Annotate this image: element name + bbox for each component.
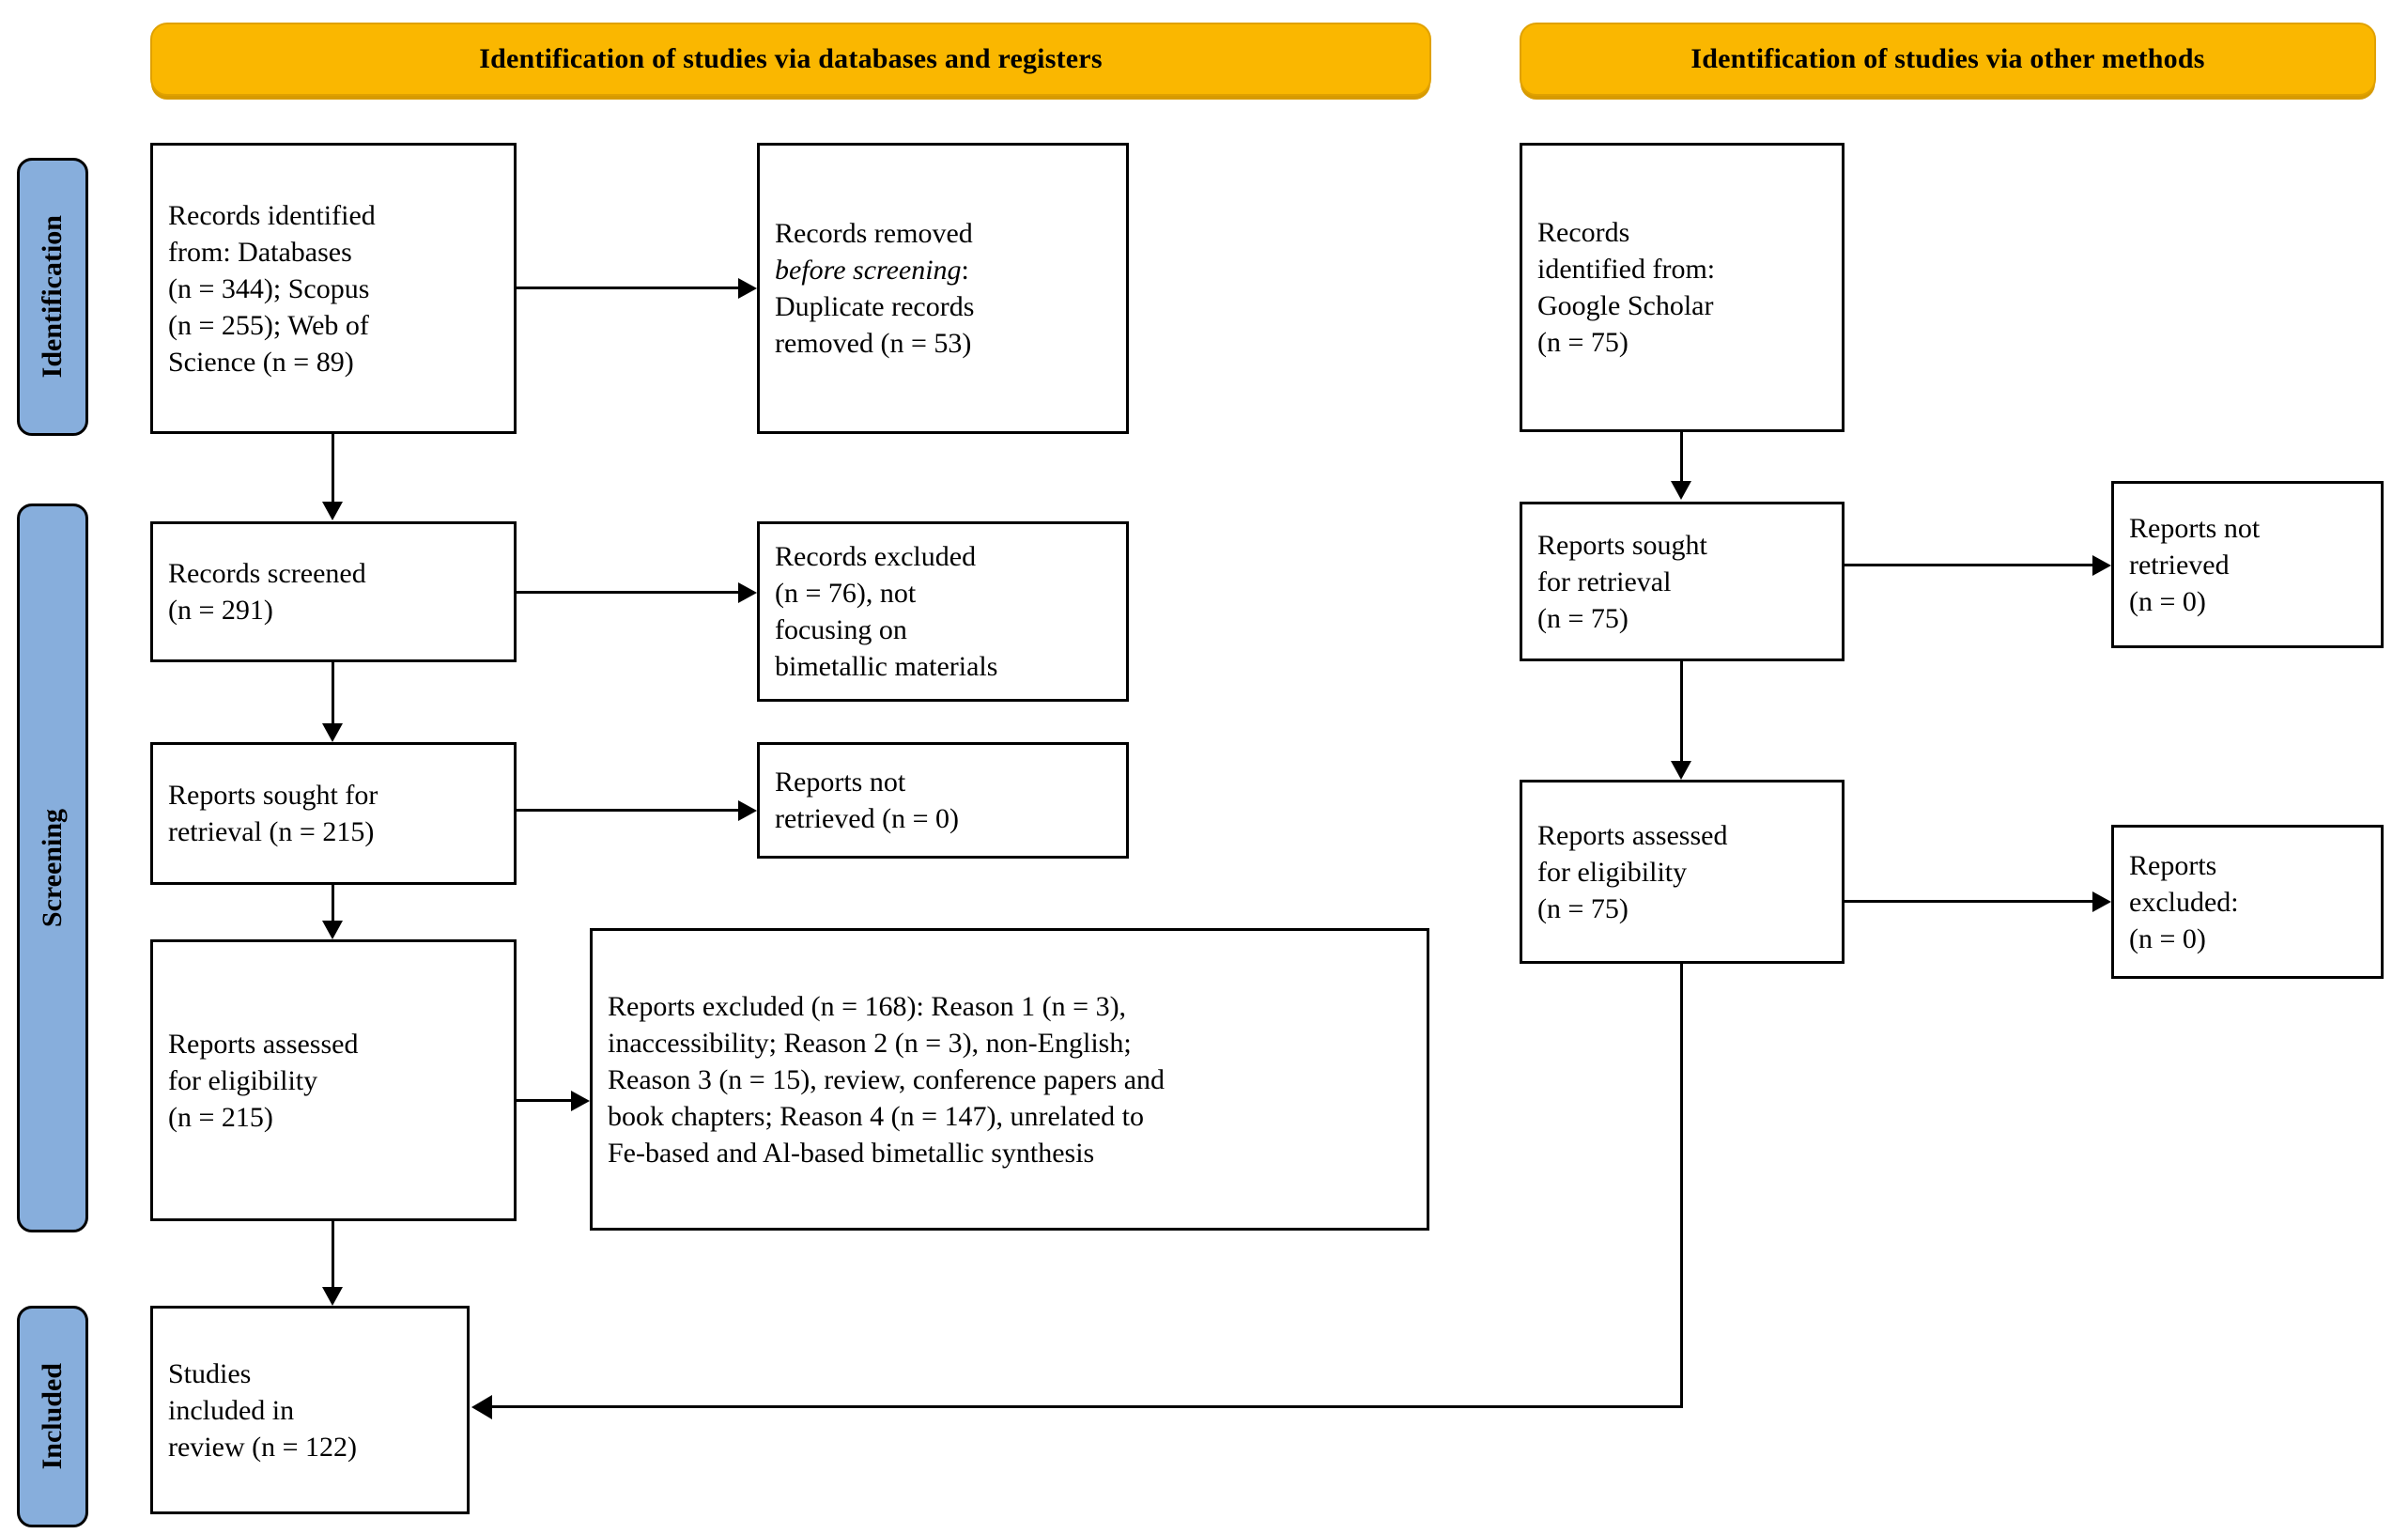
arrowhead-other-assessed-to-excluded: [2092, 891, 2111, 912]
box-reports-not-retrieved: Reports not retrieved (n = 0): [757, 742, 1129, 859]
stage-tab-identification-label: Identification: [37, 215, 68, 379]
records-excluded-line-1: Records excluded: [775, 541, 977, 572]
reports-assessed-line-3: (n = 215): [168, 1101, 273, 1133]
records-identified-other-line-1: Records: [1537, 217, 1630, 248]
reports-assessed-other-line-3: (n = 75): [1537, 892, 1628, 924]
box-records-identified-databases: Records identified from: Databases (n = …: [150, 143, 517, 434]
box-reports-assessed-eligibility: Reports assessed for eligibility (n = 21…: [150, 939, 517, 1221]
connector-other-assessed-to-included-vertical: [1680, 964, 1683, 1407]
studies-included-line-2: included in: [168, 1394, 295, 1426]
records-removed-italic: before screening: [775, 255, 962, 286]
reports-not-retrieved-line-2: retrieved (n = 0): [775, 803, 959, 834]
arrowhead-assessed-to-included: [322, 1287, 343, 1306]
records-screened-line-1: Records screened: [168, 558, 366, 589]
arrowhead-assessed-to-reports-excluded: [571, 1091, 590, 1111]
reports-excluded-detail-line-5: Fe-based and Al-based bimetallic synthes…: [608, 1137, 1095, 1169]
box-reports-excluded-detail: Reports excluded (n = 168): Reason 1 (n …: [590, 928, 1429, 1231]
connector-sought-to-assessed: [332, 885, 334, 921]
records-removed-line-2: before screening:: [775, 252, 1111, 288]
box-records-screened: Records screened (n = 291): [150, 521, 517, 662]
arrowhead-other-assessed-to-included: [471, 1395, 492, 1419]
banner-databases-registers: Identification of studies via databases …: [150, 23, 1431, 96]
reports-sought-line-1: Reports sought for: [168, 780, 378, 811]
records-identified-line-3: (n = 344); Scopus: [168, 272, 370, 304]
box-reports-excluded-other: Reports excluded: (n = 0): [2111, 825, 2384, 979]
connector-assessed-to-reports-excluded: [517, 1099, 571, 1102]
studies-included-line-3: review (n = 122): [168, 1431, 358, 1463]
records-identified-line-4: (n = 255); Web of: [168, 309, 369, 341]
records-removed-line-3: Duplicate records: [775, 291, 975, 322]
reports-excluded-detail-line-2: inaccessibility; Reason 2 (n = 3), non-E…: [608, 1027, 1132, 1059]
box-reports-assessed-eligibility-other: Reports assessed for eligibility (n = 75…: [1520, 780, 1845, 964]
reports-assessed-line-2: for eligibility: [168, 1064, 318, 1096]
banner-other-methods: Identification of studies via other meth…: [1520, 23, 2376, 96]
reports-assessed-other-line-2: for eligibility: [1537, 856, 1688, 888]
stage-tab-included-label: Included: [37, 1363, 68, 1470]
reports-not-retrieved-other-line-3: (n = 0): [2129, 585, 2206, 617]
reports-assessed-other-line-1: Reports assessed: [1537, 819, 1728, 851]
arrowhead-other-sought-to-assessed: [1671, 761, 1691, 780]
records-screened-line-2: (n = 291): [168, 595, 273, 626]
arrowhead-screened-to-sought: [322, 723, 343, 742]
box-reports-sought-retrieval: Reports sought for retrieval (n = 215): [150, 742, 517, 885]
records-identified-other-line-3: Google Scholar: [1537, 290, 1714, 321]
box-reports-sought-retrieval-other: Reports sought for retrieval (n = 75): [1520, 502, 1845, 661]
connector-identified-to-screened: [332, 434, 334, 502]
reports-excluded-detail-line-1: Reports excluded (n = 168): Reason 1 (n …: [608, 990, 1127, 1022]
reports-excluded-other-line-1: Reports: [2129, 849, 2217, 881]
connector-assessed-to-included: [332, 1221, 334, 1287]
records-removed-colon: :: [961, 255, 969, 286]
arrowhead-sought-to-assessed: [322, 921, 343, 939]
connector-other-sought-to-assessed: [1680, 661, 1683, 761]
banner-databases-label: Identification of studies via databases …: [479, 43, 1103, 74]
connector-other-assessed-to-excluded: [1845, 900, 2092, 903]
records-identified-other-line-4: (n = 75): [1537, 327, 1628, 358]
stage-tab-identification: Identification: [17, 158, 88, 436]
arrowhead-identified-to-removed: [738, 278, 757, 299]
records-identified-line-1: Records identified: [168, 199, 376, 231]
reports-not-retrieved-other-line-2: retrieved: [2129, 549, 2230, 581]
box-records-identified-other: Records identified from: Google Scholar …: [1520, 143, 1845, 432]
reports-excluded-other-line-3: (n = 0): [2129, 922, 2206, 954]
arrowhead-other-sought-to-not-retrieved: [2092, 555, 2111, 576]
arrowhead-other-identified-to-sought: [1671, 481, 1691, 500]
stage-tab-included: Included: [17, 1306, 88, 1527]
connector-other-sought-to-not-retrieved: [1845, 564, 2092, 566]
box-records-removed-before-screening: Records removed before screening: Duplic…: [757, 143, 1129, 434]
reports-sought-other-line-3: (n = 75): [1537, 602, 1628, 634]
stage-tab-screening: Screening: [17, 504, 88, 1232]
reports-excluded-detail-line-4: book chapters; Reason 4 (n = 147), unrel…: [608, 1100, 1144, 1132]
records-identified-line-2: from: Databases: [168, 236, 352, 268]
reports-assessed-line-1: Reports assessed: [168, 1028, 359, 1060]
stage-tab-screening-label: Screening: [37, 808, 68, 928]
connector-sought-to-not-retrieved: [517, 809, 738, 812]
banner-other-label: Identification of studies via other meth…: [1690, 43, 2205, 74]
records-excluded-line-3: focusing on: [775, 614, 907, 645]
records-identified-other-line-2: identified from:: [1537, 254, 1716, 285]
box-records-excluded: Records excluded (n = 76), not focusing …: [757, 521, 1129, 702]
reports-not-retrieved-line-1: Reports not: [775, 767, 906, 798]
reports-sought-other-line-1: Reports sought: [1537, 529, 1707, 561]
reports-sought-line-2: retrieval (n = 215): [168, 816, 375, 847]
connector-other-identified-to-sought: [1680, 432, 1683, 481]
connector-other-assessed-to-included-horizontal: [492, 1405, 1683, 1408]
connector-screened-to-sought: [332, 662, 334, 723]
reports-excluded-detail-line-3: Reason 3 (n = 15), review, conference pa…: [608, 1063, 1165, 1095]
records-excluded-line-2: (n = 76), not: [775, 578, 917, 609]
records-excluded-line-4: bimetallic materials: [775, 651, 998, 682]
records-removed-line-1: Records removed: [775, 218, 973, 249]
box-reports-not-retrieved-other: Reports not retrieved (n = 0): [2111, 481, 2384, 648]
records-identified-line-5: Science (n = 89): [168, 346, 354, 378]
arrowhead-screened-to-excluded: [738, 582, 757, 603]
records-removed-line-4: removed (n = 53): [775, 328, 972, 359]
connector-screened-to-excluded: [517, 591, 738, 594]
studies-included-line-1: Studies: [168, 1357, 252, 1389]
box-studies-included: Studies included in review (n = 122): [150, 1306, 470, 1514]
reports-sought-other-line-2: for retrieval: [1537, 566, 1672, 597]
arrowhead-identified-to-screened: [322, 502, 343, 520]
reports-excluded-other-line-2: excluded:: [2129, 886, 2239, 918]
arrowhead-sought-to-not-retrieved: [738, 800, 757, 821]
reports-not-retrieved-other-line-1: Reports not: [2129, 512, 2261, 544]
connector-identified-to-removed: [517, 287, 738, 289]
